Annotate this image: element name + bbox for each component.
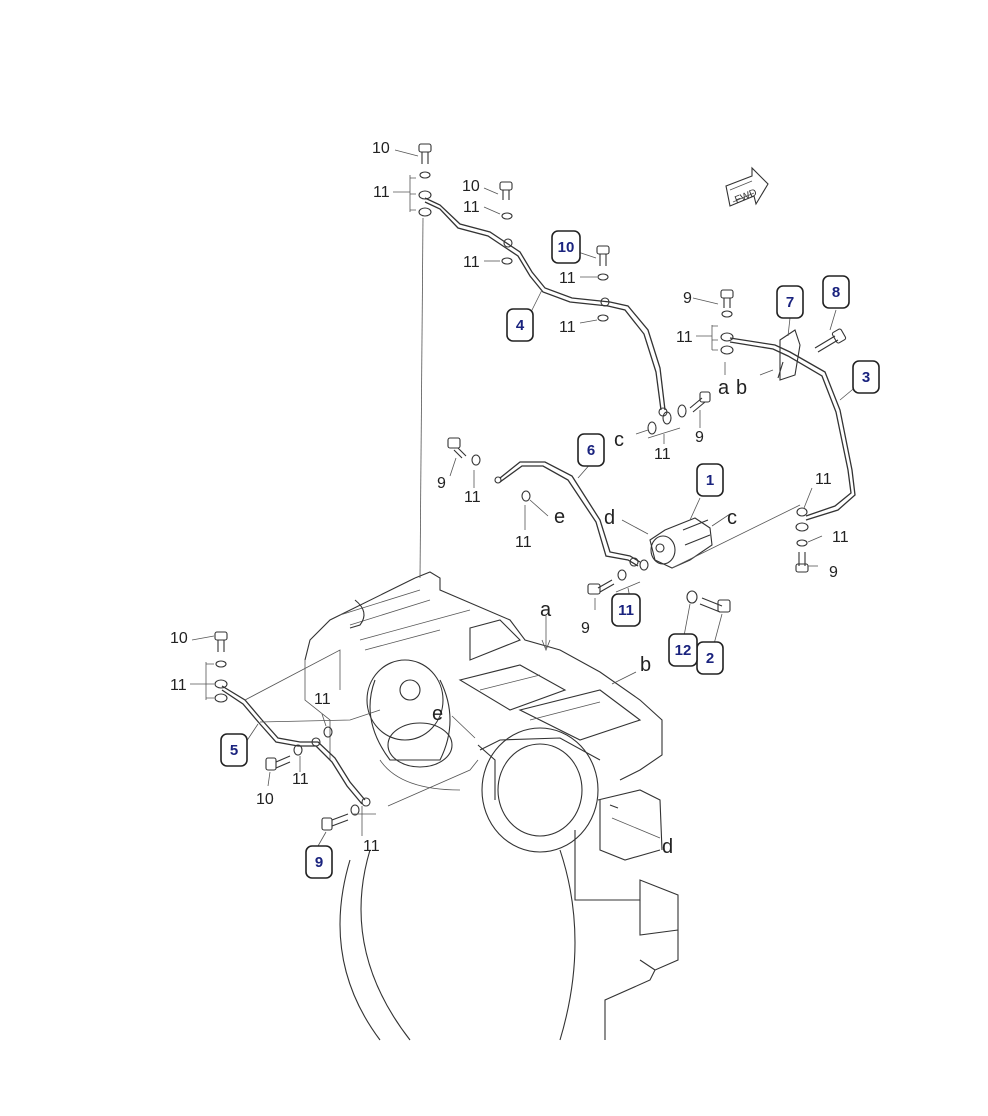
connection-letter: a [718, 377, 730, 399]
svg-text:12: 12 [675, 642, 692, 659]
part-label: 10 [462, 178, 480, 195]
part-label: 11 [654, 446, 671, 463]
part-label: 9 [683, 290, 692, 307]
bolt-icons [214, 143, 847, 831]
part-label: 9 [829, 564, 838, 581]
svg-text:8: 8 [832, 284, 840, 301]
part-label: 10 [372, 140, 390, 157]
callout-12: 12 [668, 633, 698, 667]
svg-text:4: 4 [516, 317, 525, 334]
part-label: 11 [170, 677, 187, 694]
part-label: 11 [373, 184, 390, 201]
part-label: 11 [559, 270, 576, 287]
part-label: 9 [437, 475, 446, 492]
part-label: 11 [676, 329, 693, 346]
connection-letter: b [640, 654, 651, 676]
part-label: 11 [559, 319, 576, 336]
part-label: 11 [815, 471, 832, 488]
callout-3: 3 [852, 360, 880, 394]
callout-5: 5 [220, 733, 248, 767]
svg-text:11: 11 [618, 602, 634, 619]
connection-letter: a [540, 599, 552, 621]
pipe-3 [729, 329, 856, 521]
connection-letters: a b c c d e a b e d [432, 377, 747, 858]
callout-7: 7 [776, 285, 804, 319]
connection-letter: e [432, 703, 443, 725]
connection-letter: c [727, 507, 737, 529]
leader-lines [190, 149, 859, 847]
svg-text:5: 5 [230, 742, 238, 759]
part-label: 11 [464, 489, 481, 506]
transmission-housing [304, 571, 679, 1041]
svg-text:10: 10 [558, 239, 575, 256]
callout-6: 6 [577, 433, 605, 467]
fwd-arrow-icon: FWD [725, 166, 769, 207]
fwd-label: FWD [733, 187, 758, 206]
callout-8: 8 [822, 275, 850, 309]
callout-2: 2 [696, 641, 724, 675]
pipe-4 [419, 197, 668, 579]
part-labels: 10 11 10 11 11 11 11 9 11 9 11 9 11 11 1… [170, 140, 849, 855]
svg-text:6: 6 [587, 442, 595, 459]
callout-9: 9 [305, 845, 333, 879]
pipe-6 [494, 461, 641, 567]
connection-letter: c [614, 429, 624, 451]
connection-letter: e [554, 506, 565, 528]
part-label: 11 [463, 199, 480, 216]
part-label: 10 [256, 791, 274, 808]
svg-text:1: 1 [706, 472, 714, 489]
part-label: 11 [363, 838, 380, 855]
part-label: 9 [695, 429, 704, 446]
pipe-5 [221, 649, 479, 807]
pump-body [649, 504, 801, 569]
callout-11: 11 [611, 593, 641, 627]
svg-text:3: 3 [862, 369, 870, 386]
callout-1: 1 [696, 463, 724, 497]
svg-text:2: 2 [706, 650, 714, 667]
connection-letter: b [736, 377, 747, 399]
part-label: 11 [463, 254, 480, 271]
svg-text:7: 7 [786, 294, 794, 311]
part-label: 11 [292, 771, 309, 788]
part-label: 11 [314, 691, 331, 708]
part-label: 11 [515, 534, 532, 551]
connection-letter: d [604, 507, 615, 529]
connection-letter: d [662, 836, 673, 858]
callout-10: 10 [551, 230, 581, 264]
callout-4: 4 [506, 308, 534, 342]
svg-text:9: 9 [315, 854, 323, 871]
part-label: 10 [170, 630, 188, 647]
part-label: 9 [581, 620, 590, 637]
part-label: 11 [832, 529, 849, 546]
